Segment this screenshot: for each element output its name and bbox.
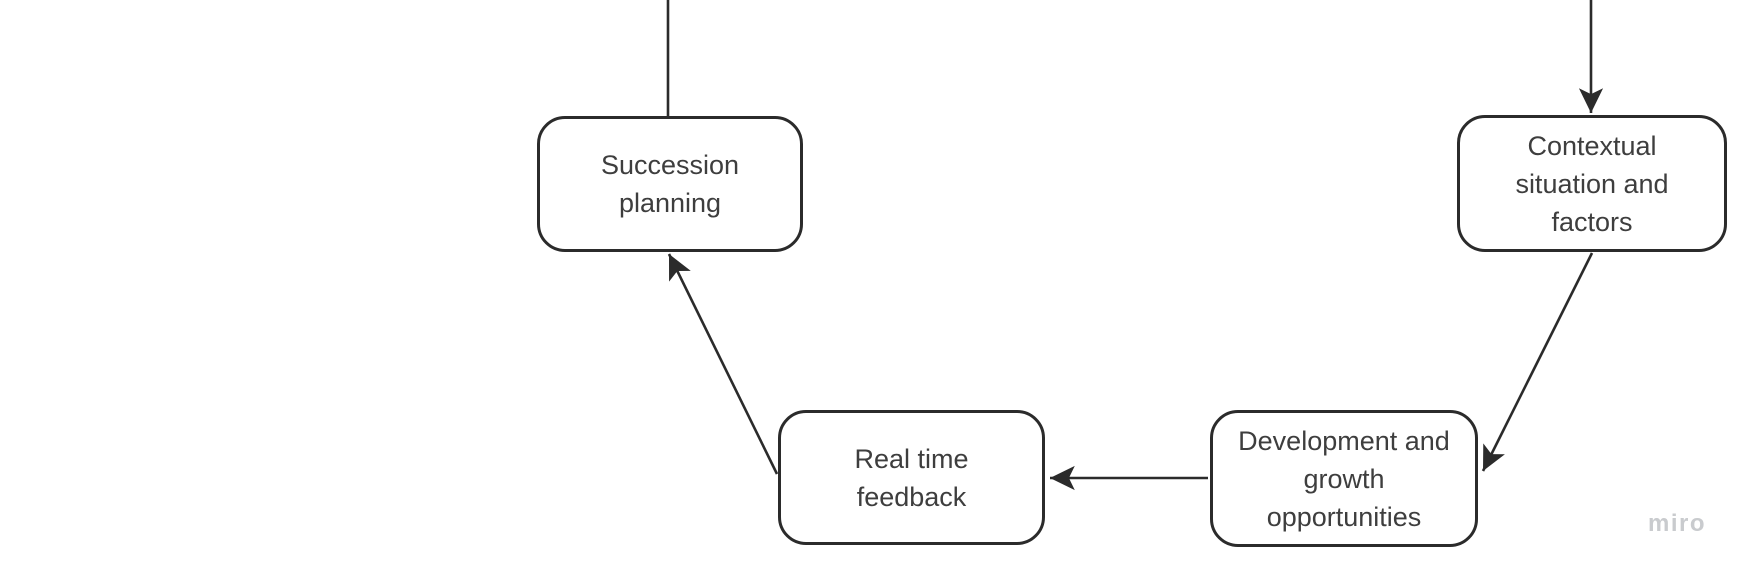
node-development-and-growth-opportunities[interactable]: Development and growth opportunities [1210, 410, 1478, 547]
connector-real-time-feedback-to-succession[interactable] [667, 253, 779, 475]
node-label: Development and growth opportunities [1238, 425, 1450, 532]
node-real-time-feedback[interactable]: Real time feedback [778, 410, 1045, 545]
miro-watermark: miro [1648, 510, 1707, 537]
connector-contextual-to-development[interactable] [1481, 252, 1594, 472]
node-label: Contextual situation and factors [1515, 130, 1669, 237]
node-contextual-situation-and-factors[interactable]: Contextual situation and factors [1457, 115, 1727, 252]
node-succession-planning[interactable]: Succession planning [537, 116, 803, 252]
node-label: Succession planning [600, 150, 740, 218]
node-label: Real time feedback [854, 443, 969, 512]
